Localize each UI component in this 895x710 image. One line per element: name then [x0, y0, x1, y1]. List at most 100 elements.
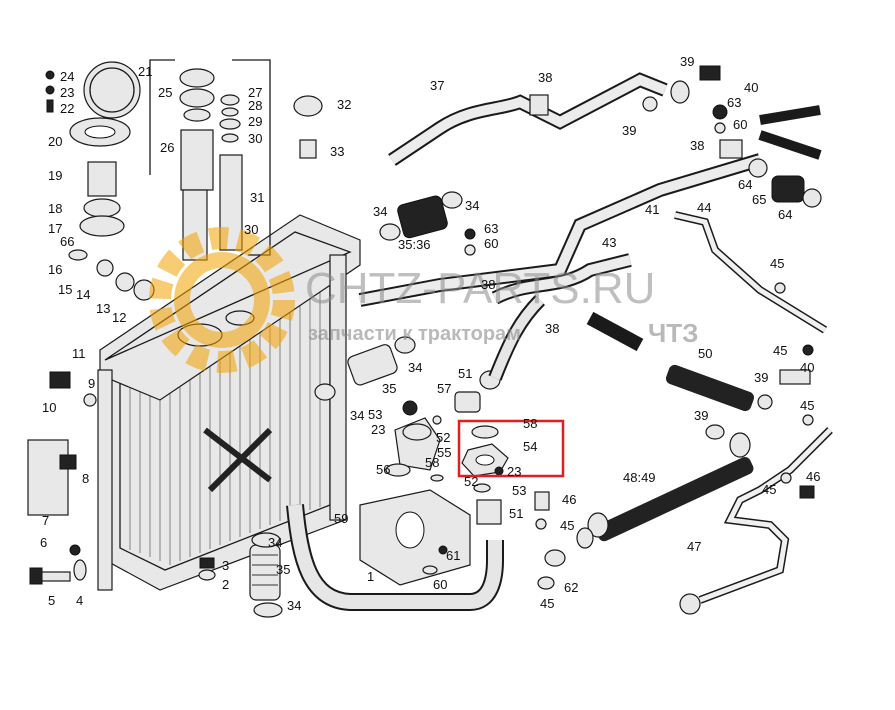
label: 60 [733, 117, 747, 132]
callout-labels: 1 2 3 4 5 6 7 8 9 10 11 12 13 14 15 16 1… [40, 54, 820, 613]
label: 34 [373, 204, 387, 219]
label: 58 [425, 455, 439, 470]
label: 13 [96, 301, 110, 316]
label: 23 [507, 464, 521, 479]
label: 9 [88, 376, 95, 391]
label: 51 [509, 506, 523, 521]
label: 27 [248, 85, 262, 100]
label: 48:49 [623, 470, 656, 485]
label: 6 [40, 535, 47, 550]
radiator-mount-parts [27, 371, 216, 585]
label: 51 [458, 366, 472, 381]
label: 24 [60, 69, 74, 84]
label: 37 [430, 78, 444, 93]
label: 44 [697, 200, 711, 215]
hose-48-49 [544, 432, 754, 567]
label: 19 [48, 168, 62, 183]
label: 34 [408, 360, 422, 375]
label: 39 [622, 123, 636, 138]
label: 5 [48, 593, 55, 608]
label: 56 [376, 462, 390, 477]
label: 65 [752, 192, 766, 207]
label: 45 [762, 482, 776, 497]
label: 47 [687, 539, 701, 554]
label: 45 [773, 343, 787, 358]
label: 14 [76, 287, 90, 302]
label: 34 [465, 198, 479, 213]
label: 17 [48, 221, 62, 236]
label: 29 [248, 114, 262, 129]
label: 35 [276, 562, 290, 577]
lower-hose [249, 532, 283, 618]
fan-bearing-stack [45, 61, 155, 301]
label: 64 [778, 207, 792, 222]
label: 63 [484, 221, 498, 236]
label: 57 [437, 381, 451, 396]
label: 10 [42, 400, 56, 415]
watermark: CHTZ-PARTS.RU запчасти к тракторам ЧТЗ [149, 227, 698, 373]
pipe-44 [674, 211, 828, 334]
label: 43 [602, 235, 616, 250]
label: 22 [60, 101, 74, 116]
label: 30 [248, 131, 262, 146]
label: 7 [42, 513, 49, 528]
label: 40 [744, 80, 758, 95]
label: 52 [436, 430, 450, 445]
label: 58 [523, 416, 537, 431]
small-fasteners [422, 282, 815, 590]
watermark-tagline: запчасти к тракторам [308, 323, 521, 345]
label: 41 [645, 202, 659, 217]
label: 45 [800, 398, 814, 413]
label: 35:36 [398, 237, 431, 252]
label: 18 [48, 201, 62, 216]
upper-pipes [388, 65, 721, 166]
fan-hub-stack [149, 59, 323, 261]
hose-35-36 [379, 191, 476, 256]
label: 64 [738, 177, 752, 192]
fitting-51 [454, 295, 546, 413]
label: 12 [112, 310, 126, 325]
label: 38 [538, 70, 552, 85]
label: 45 [560, 518, 574, 533]
label: 63 [727, 95, 741, 110]
label: 62 [564, 580, 578, 595]
label: 39 [680, 54, 694, 69]
label: 60 [433, 577, 447, 592]
label: 16 [48, 262, 62, 277]
label: 39 [694, 408, 708, 423]
label: 23 [371, 422, 385, 437]
label: 39 [754, 370, 768, 385]
label: 59 [334, 511, 348, 526]
label: 33 [330, 144, 344, 159]
long-pipe-41 [358, 104, 822, 307]
label: 38 [545, 321, 559, 336]
label: 1 [367, 569, 374, 584]
label: 34 [350, 408, 364, 423]
label: 50 [698, 346, 712, 361]
label: 35 [382, 381, 396, 396]
label: 20 [48, 134, 62, 149]
label: 30 [244, 222, 258, 237]
watermark-brand: ЧТЗ [648, 318, 698, 348]
label: 28 [248, 98, 262, 113]
label: 34 [268, 535, 282, 550]
hose-50 [665, 364, 755, 412]
label: 45 [540, 596, 554, 611]
label: 8 [82, 471, 89, 486]
label: 26 [160, 140, 174, 155]
label: 32 [337, 97, 351, 112]
gear-icon [149, 227, 295, 373]
label: 66 [60, 234, 74, 249]
label: 40 [800, 360, 814, 375]
label: 38 [690, 138, 704, 153]
radiator [97, 214, 361, 591]
label: 4 [76, 593, 83, 608]
label: 54 [523, 439, 537, 454]
upper-hose-short [314, 336, 416, 401]
elbow-fitting [385, 400, 442, 477]
label: 45 [770, 256, 784, 271]
label: 46 [562, 492, 576, 507]
label: 61 [446, 548, 460, 563]
